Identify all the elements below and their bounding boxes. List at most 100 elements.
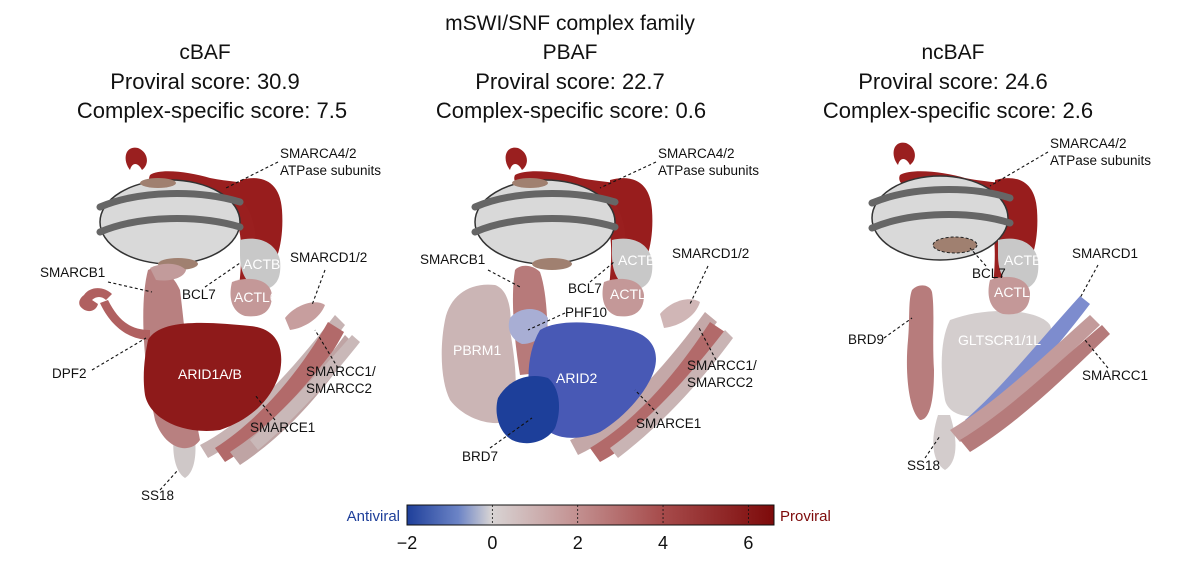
ncbaf-smarcc1 bbox=[960, 325, 1110, 452]
cbaf-label-actl6: ACTL6 bbox=[234, 289, 278, 305]
cbaf-leader-ss18 bbox=[159, 469, 179, 491]
pbaf-brd7 bbox=[496, 376, 560, 444]
pbaf-leader-smarcc bbox=[697, 325, 717, 361]
cbaf-leader-dpf2 bbox=[91, 337, 147, 371]
colorbar-tick-label: −2 bbox=[397, 533, 418, 553]
ncbaf-label-smarcc1: SMARCC1 bbox=[1082, 368, 1148, 383]
cbaf-label-smarcc-b: SMARCC2 bbox=[306, 381, 372, 396]
pbaf-atpase-patch-2 bbox=[532, 258, 572, 270]
pbaf-label-smarce1: SMARCE1 bbox=[636, 416, 701, 431]
cbaf-leader-smarcc bbox=[314, 329, 339, 369]
colorbar-gradient bbox=[406, 504, 775, 526]
ncbaf-atpase-patch bbox=[932, 236, 978, 254]
ncbaf-smarcc-strand-1 bbox=[950, 315, 1100, 442]
cbaf-label-ss18: SS18 bbox=[141, 488, 174, 503]
ncbaf-label-actb: ACTB bbox=[1004, 252, 1041, 268]
pbaf-label-smarca: SMARCA4/2 bbox=[658, 146, 735, 161]
colorbar-proviral-label: Proviral bbox=[780, 508, 831, 525]
pbaf-smarcd bbox=[660, 299, 700, 328]
figure-title: mSWI/SNF complex family bbox=[445, 12, 695, 35]
colorbar-antiviral-label: Antiviral bbox=[347, 508, 400, 525]
cbaf-label-smarce1: SMARCE1 bbox=[250, 420, 315, 435]
cbaf-bcl7-block bbox=[240, 238, 281, 290]
cbaf-label-bcl7: BCL7 bbox=[182, 287, 216, 302]
cbaf-title: cBAF bbox=[179, 41, 230, 64]
pbaf-actl6-block bbox=[602, 278, 644, 317]
ncbaf-label-ss18: SS18 bbox=[907, 458, 940, 473]
pbaf-label-smarcd: SMARCD1/2 bbox=[672, 246, 749, 261]
ncbaf-leader-brd9 bbox=[883, 317, 913, 339]
cbaf-dna-top bbox=[96, 190, 244, 211]
cbaf-leader-smarcd bbox=[311, 269, 326, 306]
pbaf-label-pbrm1: PBRM1 bbox=[453, 342, 501, 358]
pbaf-leader-smarce1 bbox=[634, 389, 659, 415]
ncbaf-leader-bcl7 bbox=[969, 247, 987, 267]
pbaf-label-phf10: PHF10 bbox=[565, 305, 607, 320]
cbaf-actl6-block bbox=[230, 278, 272, 317]
cbaf-dna-bottom bbox=[96, 215, 244, 236]
cbaf-smarce1 bbox=[250, 335, 360, 450]
ncbaf-label-gltscr: GLTSCR1/1L bbox=[958, 332, 1041, 348]
pbaf-label-smarcc-a: SMARCC1/ bbox=[687, 358, 757, 373]
cbaf-arid bbox=[143, 322, 282, 431]
cbaf-label-dpf2: DPF2 bbox=[52, 366, 87, 381]
pbaf-smarce1 bbox=[610, 330, 733, 458]
ncbaf-label-smarca: SMARCA4/2 bbox=[1050, 136, 1127, 151]
ncbaf-label-actl6: ACTL6 bbox=[994, 284, 1038, 300]
ncbaf-label-brd9: BRD9 bbox=[848, 332, 884, 347]
pbaf-loop bbox=[505, 147, 527, 170]
cbaf-specific-score: Complex-specific score: 7.5 bbox=[77, 98, 347, 123]
pbaf-title: PBAF bbox=[543, 41, 598, 64]
pbaf-complex bbox=[441, 147, 733, 462]
cbaf-dpf2-arm bbox=[100, 300, 150, 340]
pbaf-arid2 bbox=[528, 322, 656, 438]
pbaf-proviral-score: Proviral score: 22.7 bbox=[475, 69, 665, 94]
pbaf-atpase-patch bbox=[512, 178, 548, 188]
pbaf-label-actb: ACTB bbox=[618, 252, 655, 268]
pbaf-leader-smarcd bbox=[689, 265, 709, 305]
pbaf-label-atpase: ATPase subunits bbox=[658, 163, 759, 178]
pbaf-dna-bottom bbox=[471, 215, 619, 236]
cbaf-label-atpase: ATPase subunits bbox=[280, 163, 381, 178]
pbaf-smarcc bbox=[590, 322, 725, 462]
cbaf-label-smarcc-a: SMARCC1/ bbox=[306, 364, 376, 379]
cbaf-label-smarcb1: SMARCB1 bbox=[40, 265, 105, 280]
cbaf-proviral-score: Proviral score: 30.9 bbox=[110, 69, 300, 94]
ncbaf-label-bcl7: BCL7 bbox=[972, 266, 1006, 281]
cbaf-label-smarcd: SMARCD1/2 bbox=[290, 250, 367, 265]
cbaf-label-arid: ARID1A/B bbox=[178, 366, 242, 382]
cbaf-leader-smarca bbox=[225, 161, 279, 189]
colorbar-tick-label: 0 bbox=[487, 533, 497, 553]
cbaf-leader-smarcb1 bbox=[107, 281, 153, 293]
ncbaf-ss18 bbox=[933, 415, 956, 470]
cbaf-smarcd bbox=[285, 302, 325, 330]
pbaf-label-smarcb1: SMARCB1 bbox=[420, 252, 485, 267]
ncbaf-title: ncBAF bbox=[921, 41, 984, 64]
cbaf-atpase-patch bbox=[140, 178, 176, 188]
pbaf-pbrm1 bbox=[441, 284, 516, 424]
ncbaf-leader-smarcd1 bbox=[1079, 264, 1099, 299]
ncbaf-loop bbox=[893, 142, 915, 165]
pbaf-label-bcl7: BCL7 bbox=[568, 281, 602, 296]
ncbaf-leader-smarca bbox=[989, 151, 1049, 187]
cbaf-smarcc bbox=[215, 322, 344, 462]
ncbaf-actl6-block bbox=[988, 276, 1030, 315]
cbaf-complex bbox=[79, 147, 360, 478]
ncbaf-complex bbox=[868, 142, 1110, 470]
ncbaf-label-atpase: ATPase subunits bbox=[1050, 153, 1151, 168]
ncbaf-leader-smarcc1 bbox=[1084, 339, 1109, 369]
pbaf-leader-phf10 bbox=[527, 312, 566, 331]
ncbaf-dna-top bbox=[868, 186, 1014, 207]
ncbaf-dna-bottom bbox=[868, 211, 1014, 232]
cbaf-label-actb: ACTB bbox=[243, 256, 280, 272]
ncbaf-specific-score: Complex-specific score: 2.6 bbox=[823, 98, 1093, 123]
cbaf-label-smarca: SMARCA4/2 bbox=[280, 146, 357, 161]
ncbaf-brd9 bbox=[906, 285, 934, 420]
cbaf-leader-bcl7 bbox=[204, 262, 241, 288]
pbaf-label-arid2: ARID2 bbox=[556, 370, 597, 386]
cbaf-dpf2-hand bbox=[79, 288, 112, 312]
colorbar-tick-label: 2 bbox=[573, 533, 583, 553]
